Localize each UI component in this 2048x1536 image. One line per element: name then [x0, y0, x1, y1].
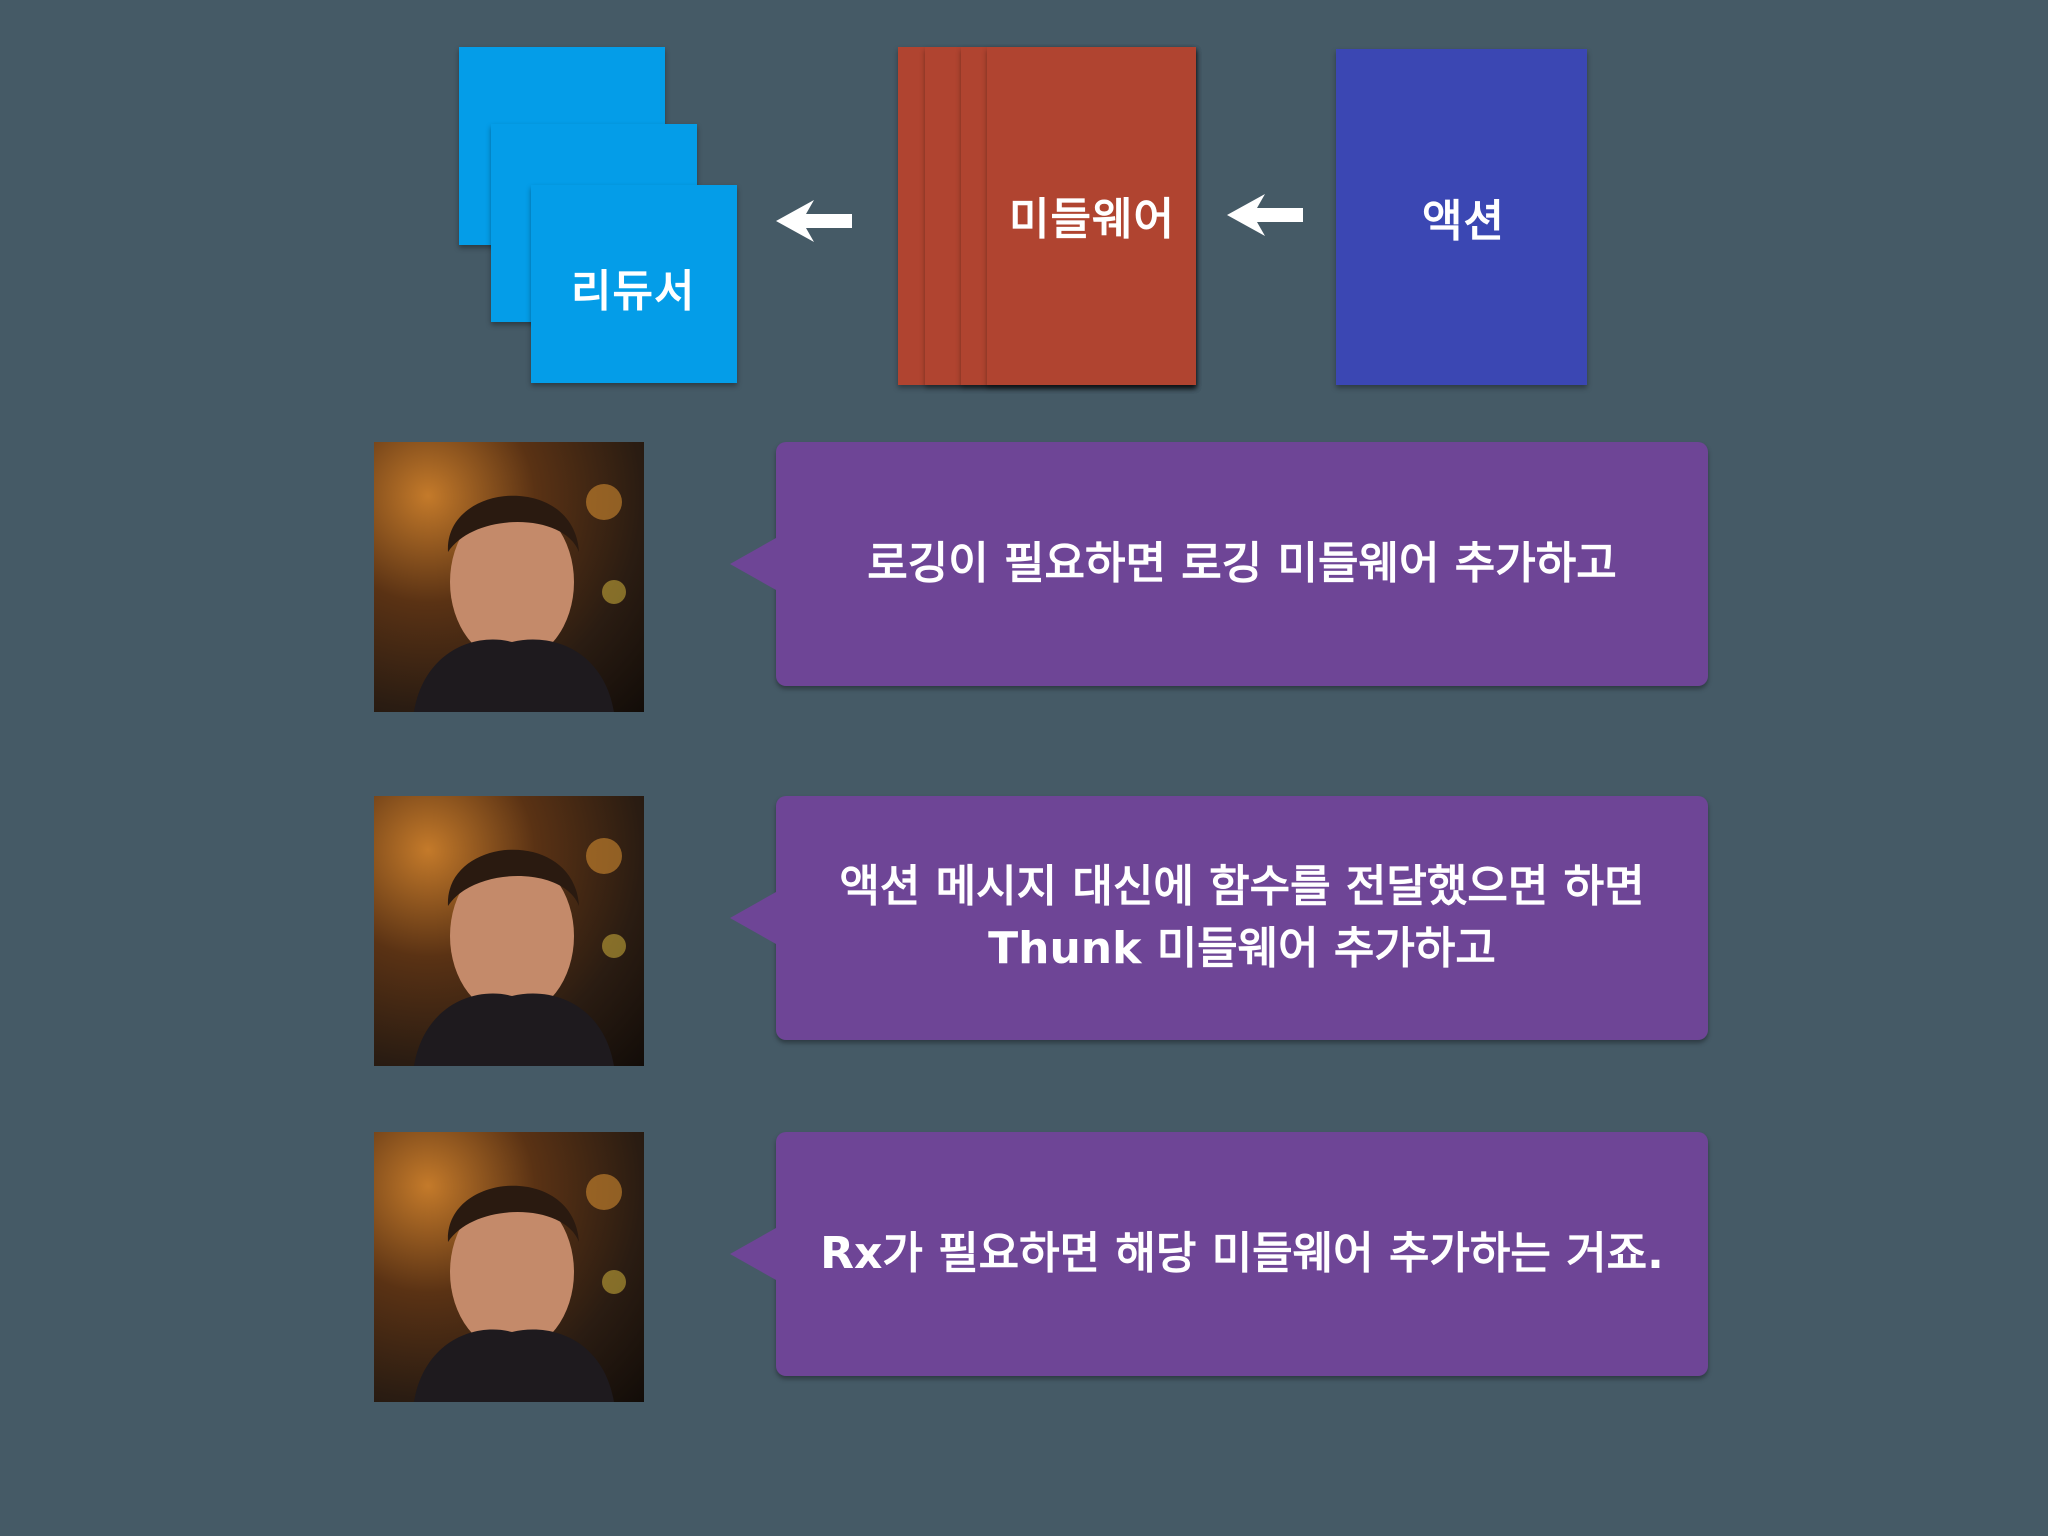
avatar	[374, 796, 644, 1066]
arrow-left-icon	[776, 200, 852, 242]
middleware-card: 미들웨어	[987, 47, 1196, 385]
avatar-photo	[414, 1174, 626, 1402]
reducer-label: 리듀서	[571, 266, 696, 317]
arrow-left-icon	[1227, 194, 1303, 236]
bubble-text: 로깅이 필요하면 로깅 미들웨어 추가하고	[867, 538, 1617, 589]
action-label: 액션	[1422, 196, 1505, 247]
speech-bubble: 로깅이 필요하면 로깅 미들웨어 추가하고	[730, 442, 1708, 686]
speech-bubble: Rx가 필요하면 해당 미들웨어 추가하는 거죠.	[730, 1132, 1708, 1376]
speech-bubble: 액션 메시지 대신에 함수를 전달했으면 하면 Thunk 미들웨어 추가하고	[730, 796, 1708, 1040]
avatar-photo	[414, 484, 626, 712]
avatar	[374, 1132, 644, 1402]
bubble-text: 액션 메시지 대신에 함수를 전달했으면 하면 Thunk 미들웨어 추가하고	[839, 861, 1645, 974]
reducer-card: 리듀서	[531, 185, 737, 383]
middleware-label: 미들웨어	[1009, 194, 1175, 245]
avatar-photo	[414, 838, 626, 1066]
bubble-text: Rx가 필요하면 해당 미들웨어 추가하는 거죠.	[820, 1228, 1664, 1279]
avatar	[374, 442, 644, 712]
action-card: 액션	[1336, 49, 1587, 385]
